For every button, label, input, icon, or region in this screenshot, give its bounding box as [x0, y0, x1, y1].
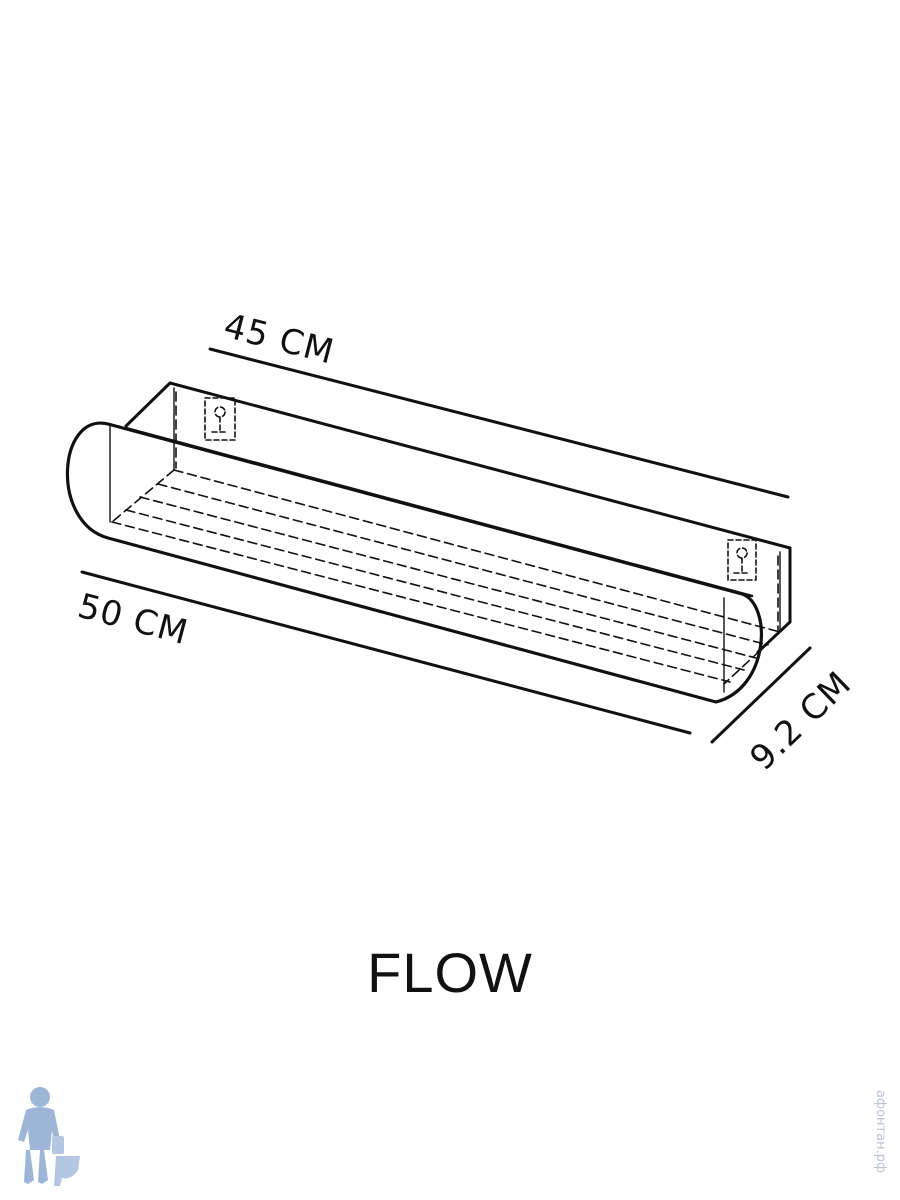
shelf-thin-edges: [109, 387, 781, 693]
height-dimension-line: [710, 646, 812, 744]
site-watermark: афонтан.рф: [868, 1090, 892, 1190]
plumber-mascot-logo: [18, 1087, 80, 1186]
right-mounting-bracket: [727, 539, 757, 581]
length-dimension-line: [80, 570, 692, 735]
product-name: FLOW: [367, 941, 533, 1004]
depth-dimension-label: 45 CM: [220, 306, 339, 373]
shelf-inner-edge: [124, 426, 754, 598]
depth-dimension-line: [208, 347, 790, 499]
shelf-front-rim: [65, 421, 763, 704]
left-mounting-bracket: [204, 397, 236, 441]
height-dimension-label: 9.2 CM: [742, 664, 859, 779]
shelf-hidden-lines: [111, 391, 781, 685]
site-watermark-text: афонтан.рф: [873, 1090, 888, 1174]
